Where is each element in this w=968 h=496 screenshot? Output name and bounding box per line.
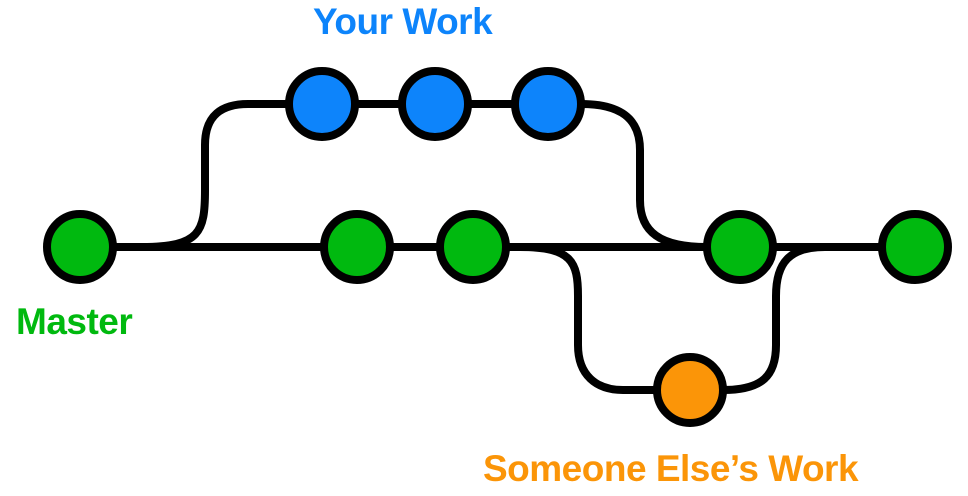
branch-label-someone-else: Someone Else’s Work — [483, 448, 859, 489]
commit-node-someone-else-1[interactable] — [653, 353, 727, 427]
node-layer — [43, 67, 952, 427]
your-work-merge-edge — [580, 100, 708, 251]
commit-node-master-2[interactable] — [320, 210, 394, 284]
someone-else-fork-edge — [519, 243, 657, 394]
branch-label-master: Master — [16, 301, 133, 342]
your-work-fork-edge — [141, 100, 289, 251]
someone-else-merge-edge — [722, 243, 826, 394]
commit-node-master-4[interactable] — [703, 210, 777, 284]
commit-node-your-work-2[interactable] — [398, 67, 472, 141]
commit-node-your-work-3[interactable] — [511, 67, 585, 141]
commit-node-master-5[interactable] — [878, 210, 952, 284]
branch-label-your-work: Your Work — [313, 1, 493, 42]
commit-node-master-1[interactable] — [43, 210, 117, 284]
commit-node-your-work-1[interactable] — [285, 67, 359, 141]
commit-node-master-3[interactable] — [436, 210, 510, 284]
